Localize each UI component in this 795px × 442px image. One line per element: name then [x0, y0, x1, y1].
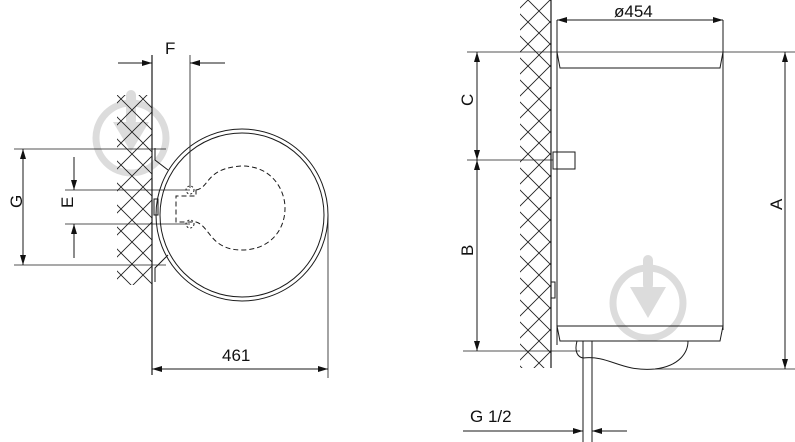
label-diameter: ø454 [614, 2, 653, 21]
download-watermark-icon [609, 255, 687, 342]
bottom-cover [575, 340, 689, 370]
label-c: C [458, 94, 477, 106]
bracket-arm-bottom [154, 254, 169, 282]
label-e: E [58, 197, 77, 208]
top-view [14, 55, 329, 378]
label-width-461: 461 [222, 346, 250, 365]
bracket-arm-top [154, 148, 169, 171]
label-f: F [165, 39, 175, 58]
side-view [463, 0, 795, 442]
label-g: G [7, 195, 26, 208]
lower-bracket [550, 281, 556, 299]
label-b: B [458, 245, 477, 256]
flange-dashed-outline [175, 165, 286, 251]
wall-hatching [520, 0, 551, 368]
tank-outer-circle [155, 128, 329, 302]
label-a: A [767, 198, 786, 210]
label-pipe-g12: G 1/2 [470, 407, 512, 426]
bracket [153, 198, 159, 216]
mounting-bracket [552, 151, 576, 170]
tank-top-cap [556, 51, 724, 69]
tank-inner-circle [159, 132, 325, 298]
tank-bottom-cap [556, 325, 724, 342]
